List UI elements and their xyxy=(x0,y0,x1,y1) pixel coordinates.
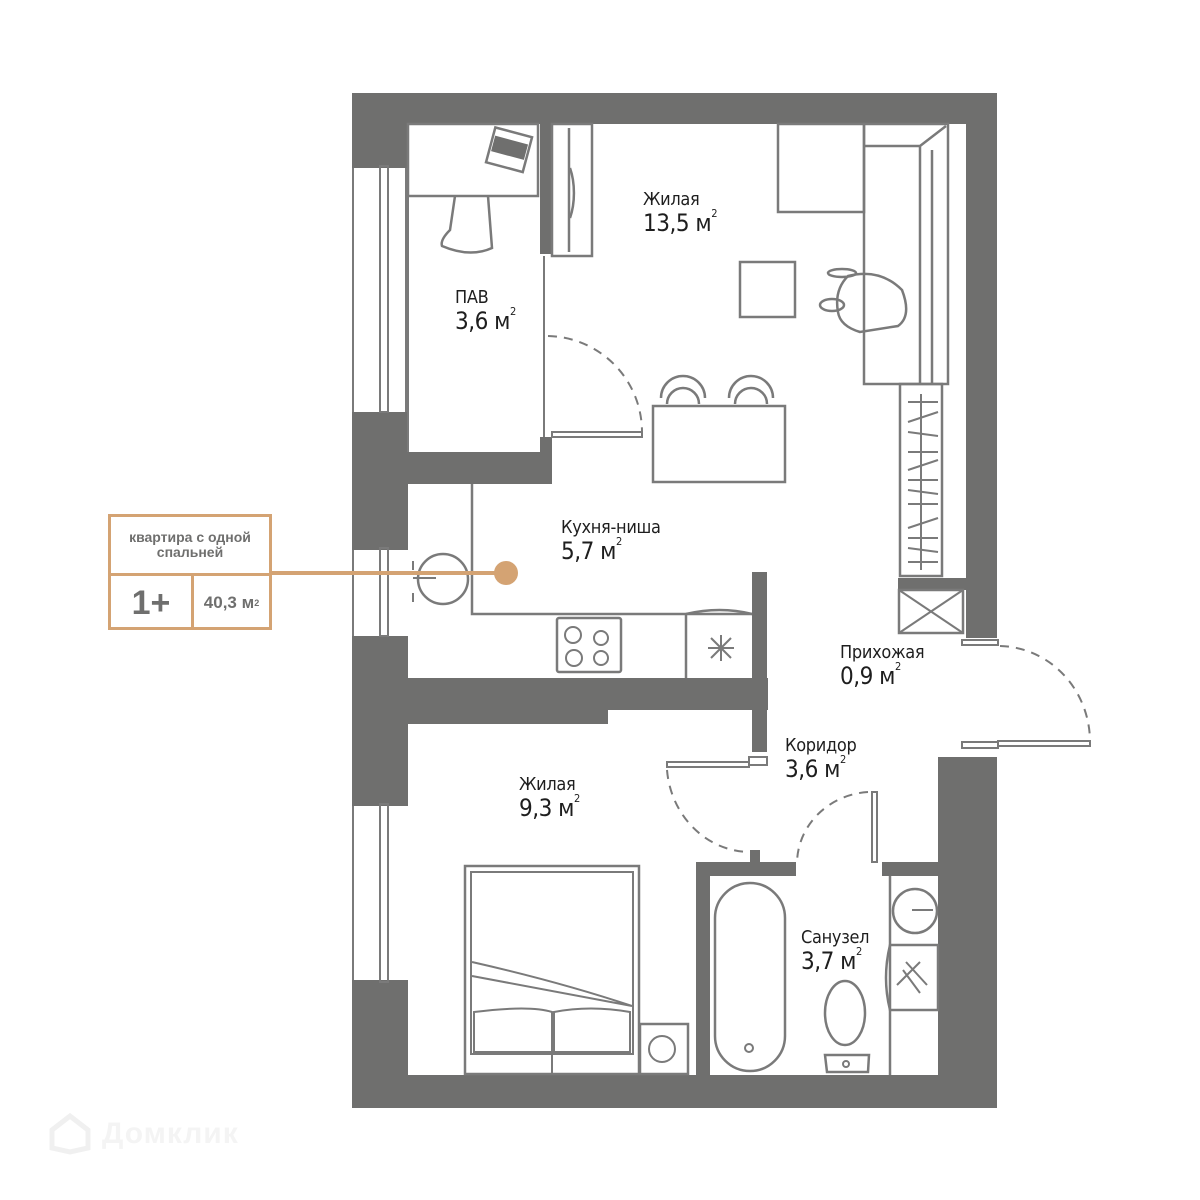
bathroom-sink-icon xyxy=(884,876,940,1075)
tv-icon xyxy=(550,122,594,258)
entrance-door xyxy=(961,639,1091,749)
dining-table-icon xyxy=(651,374,787,484)
washing-machine-icon xyxy=(638,1022,690,1076)
windows xyxy=(352,165,408,983)
room-area: 0,9 м2 xyxy=(840,659,901,690)
room-area: 9,3 м2 xyxy=(519,791,580,822)
room-label-hallway: Прихожая 0,9 м2 xyxy=(840,642,925,690)
bed-icon xyxy=(463,864,641,1076)
sink-icon xyxy=(412,552,470,606)
coffee-table-icon xyxy=(738,260,797,319)
accent-pointer xyxy=(272,561,518,585)
bathtub-icon xyxy=(713,881,787,1073)
toilet-icon xyxy=(823,979,871,1074)
room-name: Коридор xyxy=(785,735,857,756)
room-label-bathroom: Санузел 3,7 м2 xyxy=(801,927,870,975)
room-count: 1+ xyxy=(111,576,194,630)
desk-icon xyxy=(406,122,540,254)
walls xyxy=(352,93,997,1108)
watermark: Домклик xyxy=(48,1112,239,1156)
sofa-icon xyxy=(776,122,950,386)
room-area: 3,6 м2 xyxy=(455,304,516,335)
room-label-corridor: Коридор 3,6 м2 xyxy=(785,736,857,782)
bathroom-door xyxy=(795,791,878,865)
room-name: Жилая xyxy=(643,189,700,210)
room-label-pav: ПАВ 3,6 м2 xyxy=(455,288,516,334)
home-logo-icon xyxy=(49,1112,91,1155)
room-name: Прихожая xyxy=(840,642,925,663)
wardrobe-icon xyxy=(898,382,944,578)
room-name: ПАВ xyxy=(455,287,489,308)
person-icon xyxy=(818,267,908,334)
room-area: 3,6 м2 xyxy=(785,752,846,783)
apartment-type-label: квартира с одной спальней xyxy=(111,517,269,576)
watermark-text: Домклик xyxy=(102,1117,239,1150)
shaft-icon xyxy=(897,588,965,635)
room-area: 3,7 м2 xyxy=(801,944,862,975)
room-name: Жилая xyxy=(519,774,576,795)
kitchen-counter xyxy=(412,484,753,678)
stove-icon xyxy=(555,616,623,674)
room-label-bedroom: Жилая 9,3 м2 xyxy=(519,775,580,821)
room-area: 13,5 м2 xyxy=(643,206,717,237)
bedroom-door xyxy=(666,756,768,853)
room-label-living-large: Жилая 13,5 м2 xyxy=(643,190,717,236)
room-name: Кухня-ниша xyxy=(561,517,661,538)
room-label-kitchen: Кухня-ниша 5,7 м2 xyxy=(561,518,661,564)
room-name: Санузел xyxy=(801,927,870,948)
fridge-snowflake-icon xyxy=(708,635,734,661)
room-area: 5,7 м2 xyxy=(561,534,622,565)
